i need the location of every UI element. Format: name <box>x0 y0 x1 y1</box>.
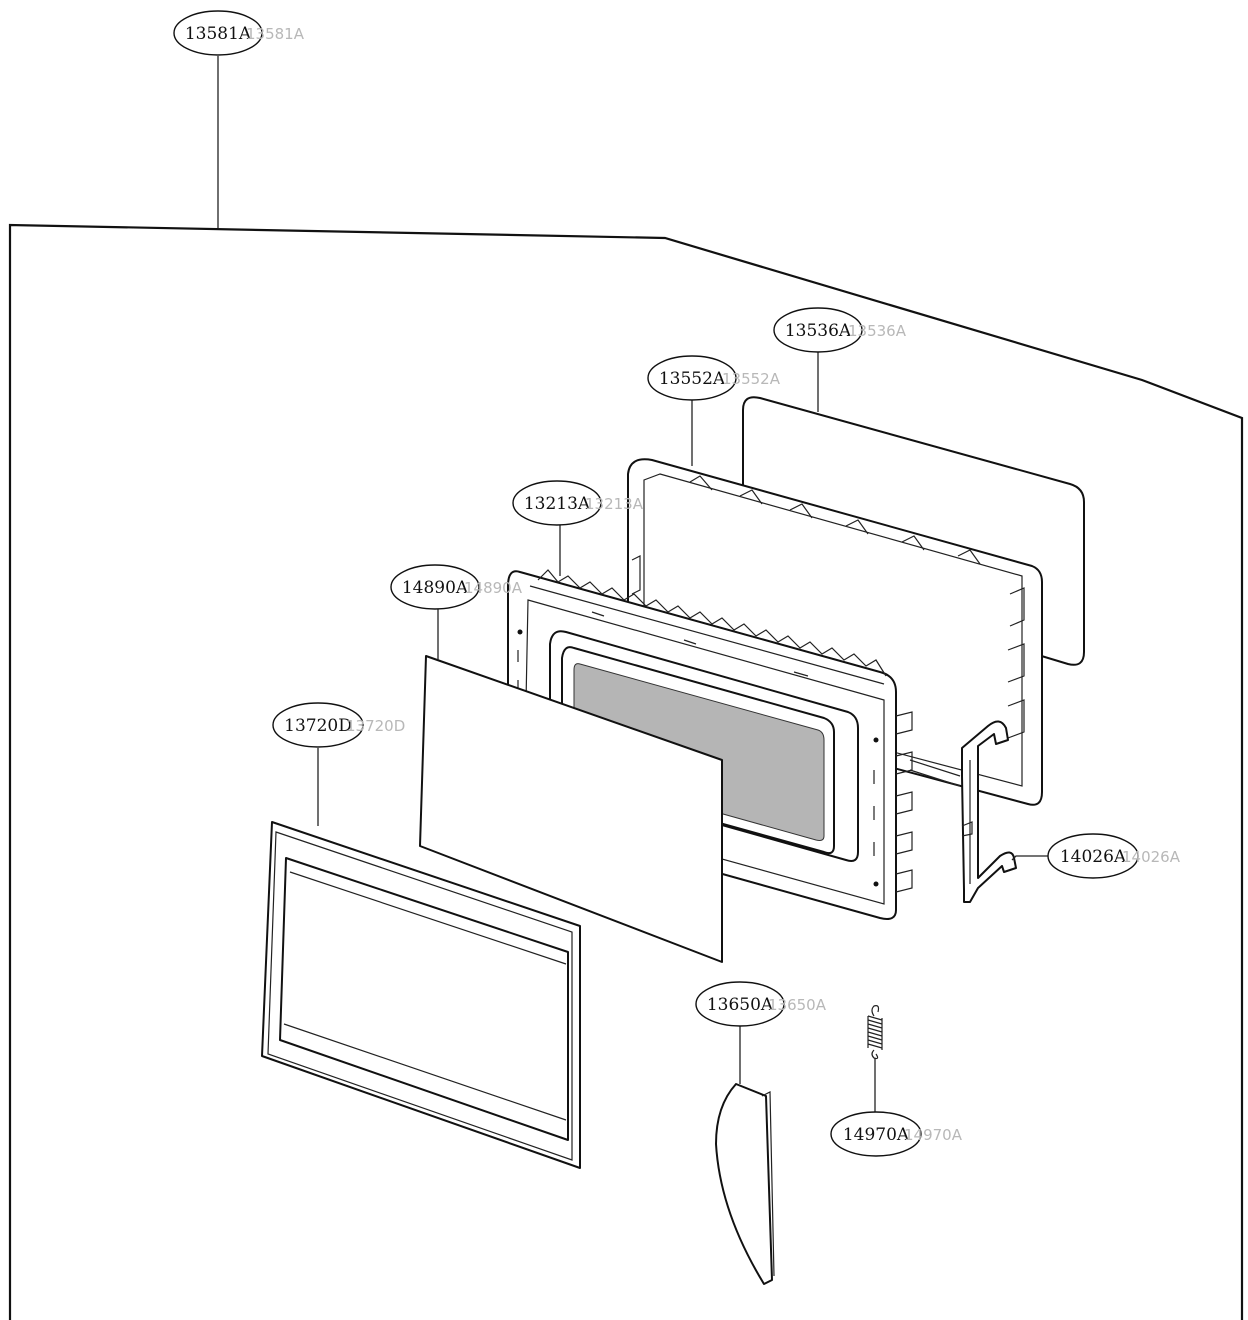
callout-14026a: 14026A 14026A <box>1047 833 1181 879</box>
svg-text:13720D: 13720D <box>284 716 352 736</box>
callout-13536a: 13536A 13536A <box>773 307 907 353</box>
svg-text:13650A: 13650A <box>707 995 774 1015</box>
svg-text:14890A: 14890A <box>402 578 469 598</box>
callout-13213a: 13213A 13213A <box>512 480 644 526</box>
leader-lines <box>217 56 1048 1112</box>
ghost-label: 13552A <box>722 370 781 388</box>
callout-14970a: 14970A 14970A <box>830 1111 963 1157</box>
part-14026a-latch-hook <box>909 720 1017 903</box>
ghost-label: 13720D <box>346 717 405 735</box>
ghost-label: 13536A <box>848 322 907 340</box>
part-13650a-handle <box>715 1083 775 1285</box>
ghost-label: 13581A <box>246 25 305 43</box>
part-14890a-screen-sheet <box>419 655 723 963</box>
ghost-label: 14970A <box>904 1126 963 1144</box>
ghost-label: 14026A <box>1122 848 1181 866</box>
assembly-outline <box>8 223 1244 1320</box>
callout-13720d: 13720D 13720D <box>272 702 405 748</box>
svg-text:14970A: 14970A <box>843 1125 910 1145</box>
ghost-label: 13213A <box>585 495 644 513</box>
part-13720d-outer-frame <box>261 821 581 1169</box>
svg-text:13536A: 13536A <box>785 321 852 341</box>
svg-text:13552A: 13552A <box>659 369 726 389</box>
callout-13581a: 13581A 13581A <box>173 10 305 56</box>
ghost-label: 14890A <box>464 579 523 597</box>
ghost-label: 13650A <box>768 996 827 1014</box>
callout-14890a: 14890A 14890A <box>390 564 523 610</box>
callout-13552a: 13552A 13552A <box>647 355 781 401</box>
svg-text:14026A: 14026A <box>1060 847 1127 867</box>
svg-text:13213A: 13213A <box>524 494 591 514</box>
svg-text:13581A: 13581A <box>185 24 252 44</box>
callout-13650a: 13650A 13650A <box>695 981 827 1027</box>
part-14970a-spring <box>867 1005 883 1060</box>
